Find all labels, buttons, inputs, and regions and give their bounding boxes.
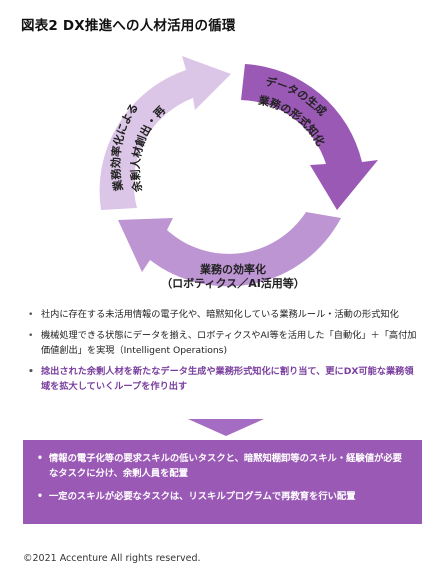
conclusion-box: 情報の電子化等の要求スキルの低いタスクと、暗黙知棚卸等のスキル・経験値が必要なタ… — [23, 440, 422, 524]
bullet-item-highlight: 捻出された余剰人材を新たなデータ生成や業務形式知化に割り当て、更にDX可能な業務… — [28, 364, 420, 394]
cycle-arrow-data-generation — [241, 64, 378, 210]
down-arrow — [188, 419, 264, 436]
bullet-item: 社内に存在する未活用情報の電子化や、暗黙知化している業務ルール・活動の形式知化 — [28, 307, 420, 322]
figure-title: 図表2 DX推進への人材活用の循環 — [21, 18, 236, 34]
conclusion-item: 一定のスキルが必要なタスクは、リスキルプログラムで再教育を行い配置 — [37, 489, 408, 504]
bullet-item: 機械処理できる状態にデータを揃え、ロボティクスやAI等を活用した「自動化」＋「高… — [28, 328, 420, 358]
stage-label-robotics-ai: （ロボティクス／AI活用等） — [161, 276, 305, 290]
cycle-diagram: データの生成 業務の形式知化 業務効率化による 余剰人材創出・再配置 業務の効率… — [0, 40, 378, 290]
cycle-arrow-efficiency — [118, 212, 341, 287]
conclusion-item: 情報の電子化等の要求スキルの低いタスクと、暗黙知棚卸等のスキル・経験値が必要なタ… — [37, 451, 408, 481]
bullet-list: 社内に存在する未活用情報の電子化や、暗黙知化している業務ルール・活動の形式知化 … — [28, 307, 420, 400]
copyright: ©2021 Accenture All rights reserved. — [23, 553, 201, 564]
stage-label-business-efficiency: 業務の効率化 — [199, 262, 266, 276]
cycle-arrow-surplus-redeployment — [99, 56, 231, 210]
